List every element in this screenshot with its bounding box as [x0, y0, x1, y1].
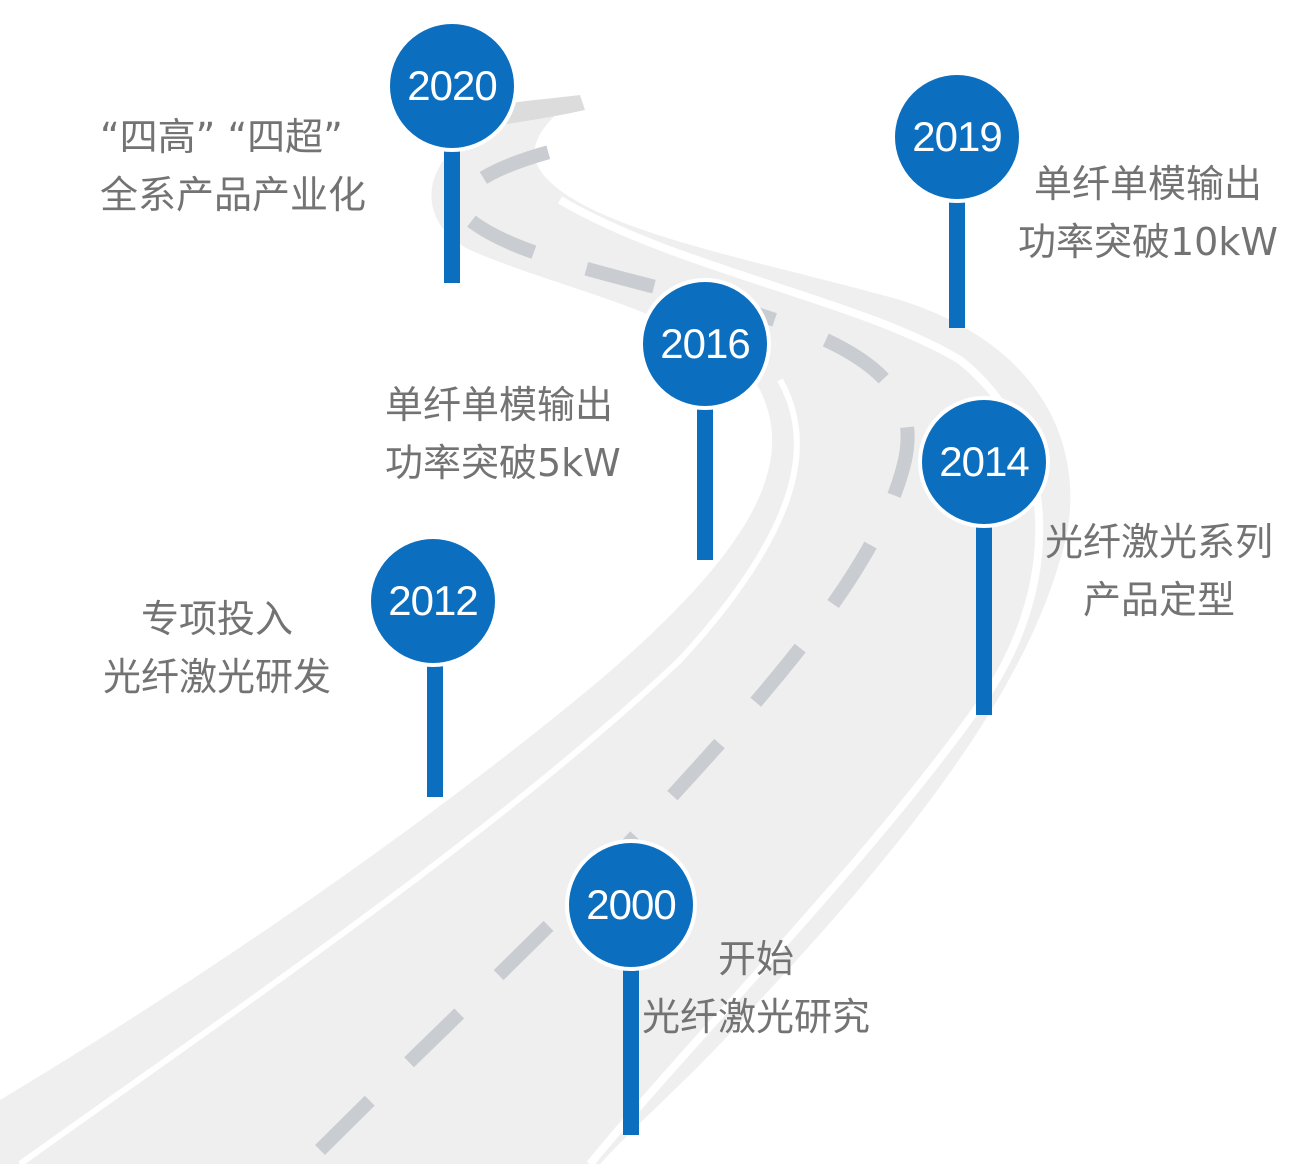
marker-stick: [697, 400, 713, 560]
year-badge: 2014: [918, 396, 1050, 528]
year-badge: 2012: [367, 535, 499, 667]
milestone-caption: 单纤单模输出 功率突破5kW: [385, 383, 621, 485]
road-center-dashes: [315, 133, 915, 1155]
year-badge: 2019: [891, 71, 1023, 203]
road-surface: [0, 95, 1071, 1164]
marker-stick: [444, 150, 460, 283]
road-edge-line: [557, 196, 1044, 1164]
year-badge: 2016: [639, 278, 771, 410]
road-edge-line-left: [18, 378, 800, 1164]
marker-stick: [623, 965, 639, 1135]
year-badge: 2020: [386, 20, 518, 152]
milestone-caption: 光纤激光系列 产品定型: [1045, 520, 1274, 622]
marker-stick: [949, 195, 965, 328]
milestone-caption: 单纤单模输出 功率突破10kW: [1018, 162, 1278, 264]
marker-stick: [976, 520, 992, 715]
milestone-caption: “四高” “四超” 全系产品产业化: [100, 115, 367, 217]
marker-stick: [427, 660, 443, 797]
year-badge: 2000: [565, 839, 697, 971]
milestone-caption: 开始 光纤激光研究: [642, 937, 871, 1039]
milestone-caption: 专项投入 光纤激光研发: [103, 597, 332, 699]
